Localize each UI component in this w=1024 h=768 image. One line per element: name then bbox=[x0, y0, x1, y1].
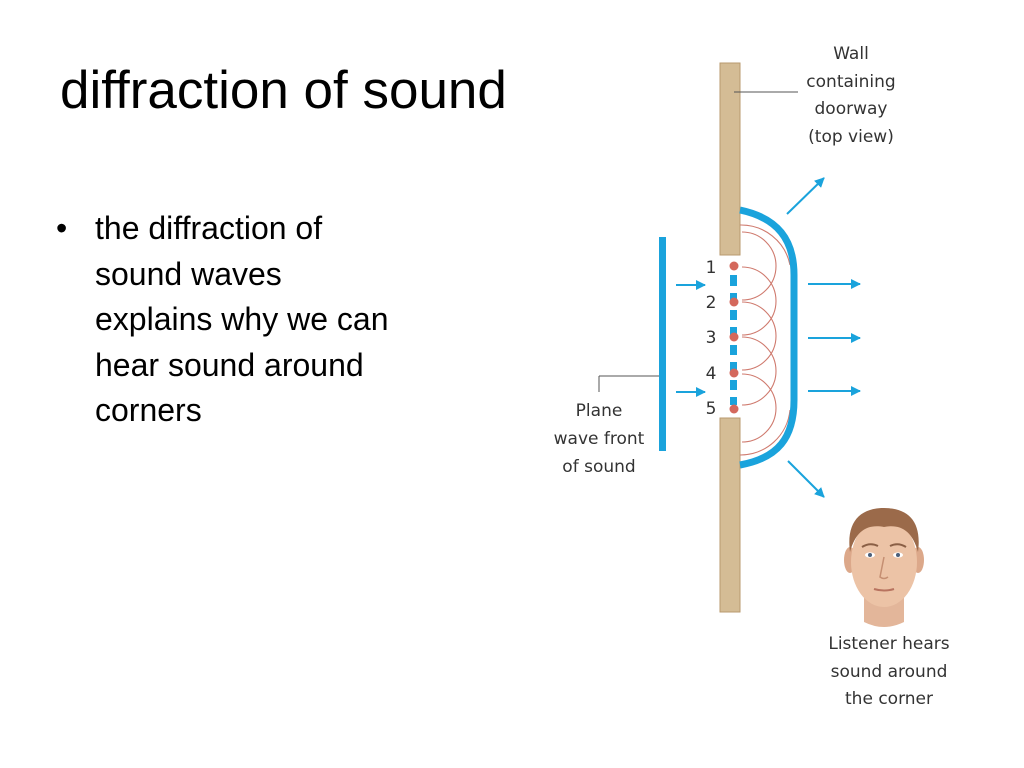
bullet-text: the diffraction of sound waves explains … bbox=[95, 210, 389, 428]
listener-label-line-3: the corner bbox=[845, 689, 933, 709]
source-dot-4 bbox=[729, 368, 739, 378]
slide-title: diffraction of sound bbox=[60, 61, 507, 120]
listener-hair bbox=[849, 508, 919, 552]
source-number-3: 3 bbox=[706, 328, 717, 348]
wavelet-1 bbox=[741, 231, 777, 301]
wavelet-2 bbox=[741, 266, 777, 336]
source-number-1: 1 bbox=[706, 258, 717, 278]
wavefront-label-line-3: of sound bbox=[562, 457, 635, 477]
source-dot-2 bbox=[729, 297, 739, 307]
bullet-marker: • bbox=[56, 210, 68, 246]
listener-face bbox=[844, 508, 924, 627]
outgoing-arrow-diagonal-up bbox=[786, 177, 825, 215]
wall-label: Wall containing doorway (top view) bbox=[806, 44, 895, 147]
wall-label-line-4: (top view) bbox=[808, 127, 894, 147]
wavelet-3 bbox=[741, 301, 777, 371]
wall-label-line-3: doorway bbox=[815, 99, 888, 119]
wall-label-line-2: containing bbox=[806, 72, 895, 92]
source-number-4: 4 bbox=[706, 364, 717, 384]
listener-label-line-2: sound around bbox=[831, 662, 948, 682]
wavefront-label-line-1: Plane bbox=[576, 401, 623, 421]
wavelet-outer-top bbox=[739, 224, 791, 266]
wavefront-label: Plane wave front of sound bbox=[554, 401, 645, 477]
wall-lower bbox=[719, 417, 741, 613]
wavelets bbox=[739, 224, 791, 456]
source-numbers: 1 2 3 4 5 bbox=[706, 258, 717, 419]
wall-upper bbox=[719, 62, 741, 256]
wavelet-outer-bottom bbox=[739, 409, 791, 456]
wavelet-5 bbox=[741, 373, 777, 443]
listener-head bbox=[851, 517, 917, 607]
source-number-2: 2 bbox=[706, 293, 717, 313]
source-dot-1 bbox=[729, 261, 739, 271]
source-dot-3 bbox=[729, 332, 739, 342]
diffracted-wavefront bbox=[739, 206, 798, 469]
bullet-list: • the diffraction of sound waves explain… bbox=[56, 206, 401, 434]
listener-label: Listener hears sound around the corner bbox=[828, 634, 949, 709]
bullet-item: • the diffraction of sound waves explain… bbox=[56, 206, 401, 434]
source-dots bbox=[729, 261, 739, 414]
outgoing-arrow-diagonal-down bbox=[787, 460, 825, 498]
incident-wavefront bbox=[659, 237, 666, 451]
source-dot-5 bbox=[729, 404, 739, 414]
wavefront-label-line-2: wave front bbox=[554, 429, 645, 449]
wall-label-line-1: Wall bbox=[833, 44, 869, 64]
listener-label-line-1: Listener hears bbox=[828, 634, 949, 654]
source-number-5: 5 bbox=[706, 399, 717, 419]
wavelet-4 bbox=[741, 336, 777, 406]
